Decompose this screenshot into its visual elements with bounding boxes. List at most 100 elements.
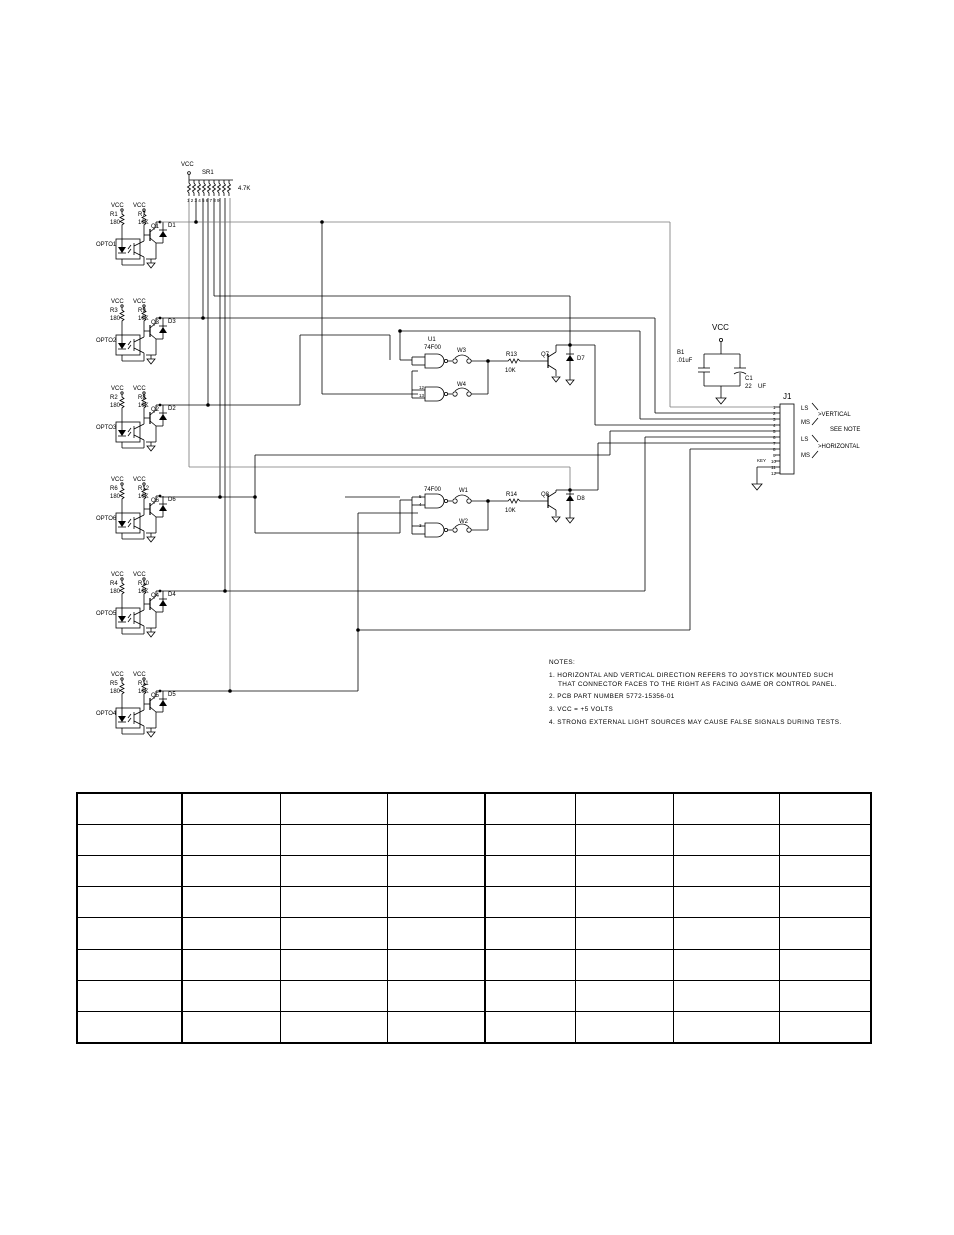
r-pull-label: R12 (138, 486, 150, 492)
table-cell (672, 979, 780, 1012)
table-cell (386, 824, 486, 857)
table-cell (484, 917, 576, 950)
table-cell (574, 1010, 674, 1044)
opto-label: OPTO5 (96, 611, 117, 617)
r13-value: 10K (505, 368, 516, 374)
r-led-value: 180 (110, 220, 121, 226)
j1-pin-4: 4 (773, 423, 776, 428)
r-pull-value: 10K (138, 494, 149, 500)
sr1-label: SR1 (202, 170, 214, 176)
c1-value: 22 (745, 384, 752, 390)
table-cell (672, 1010, 780, 1044)
r-led-value: 180 (110, 403, 121, 409)
table-cell (778, 855, 872, 888)
capacitor-section: VCC B1 .01uF C1 22 UF (677, 323, 766, 405)
u1-pin-b: 13 (419, 393, 425, 398)
r13-label: R13 (506, 352, 518, 358)
table-row (76, 979, 872, 1012)
table-cell (778, 792, 872, 826)
switch-w3-label: W3 (457, 348, 467, 354)
u1b-pin-c: 3 (419, 523, 422, 528)
table-cell (279, 824, 388, 857)
table-cell (181, 917, 281, 950)
table-cell (279, 792, 388, 826)
table-row (76, 792, 872, 826)
table-cell (574, 917, 674, 950)
table-cell (484, 855, 576, 888)
table-cell (778, 948, 872, 981)
j1-pin-5: 5 (773, 429, 776, 434)
j1-pin-1: 1 (773, 405, 776, 410)
table-cell (386, 886, 486, 919)
vcc-label-led: VCC (111, 386, 124, 392)
r-pull-label: R11 (138, 681, 149, 687)
r-pull-label: R7 (138, 212, 146, 218)
opto-label: OPTO6 (96, 516, 117, 522)
table-cell (279, 979, 388, 1012)
j1-pin-9: 9 (773, 453, 776, 458)
table-cell (574, 948, 674, 981)
r-pull-value: 10K (138, 689, 149, 695)
r-pull-value: 10K (138, 589, 149, 595)
j1-pin-7: 7 (773, 441, 776, 446)
table-cell (76, 886, 183, 919)
table-cell (574, 855, 674, 888)
table-cell (279, 855, 388, 888)
r-pull-label: R9 (138, 308, 146, 314)
switch-w4-label: W4 (457, 382, 467, 388)
r-pull-value: 10K (138, 316, 149, 322)
empty-grid-table (76, 792, 872, 1044)
table-cell (76, 792, 183, 826)
table-cell (181, 1010, 281, 1044)
r-led-label: R1 (110, 212, 118, 218)
r-led-label: R2 (110, 395, 118, 401)
u1b-pin-a: 5 (419, 494, 422, 499)
table-cell (76, 1010, 183, 1044)
q-label: Q6 (151, 498, 160, 504)
vcc-label-pull: VCC (133, 672, 146, 678)
r-led-label: R4 (110, 581, 118, 587)
r-led-value: 180 (110, 689, 121, 695)
table-cell (574, 792, 674, 826)
d8-label: D8 (577, 496, 585, 502)
table-cell (672, 792, 780, 826)
r-led-label: R5 (110, 681, 118, 687)
table-cell (672, 855, 780, 888)
table-cell (778, 886, 872, 919)
d-label: D2 (168, 406, 176, 412)
j1-vertical: >VERTICAL (818, 412, 851, 418)
table-cell (484, 824, 576, 857)
u1-part-label: 74F00 (424, 345, 442, 351)
table-cell (778, 824, 872, 857)
table-cell (672, 886, 780, 919)
r-led-label: R6 (110, 486, 118, 492)
r-led-label: R3 (110, 308, 118, 314)
r-led-value: 180 (110, 589, 121, 595)
table-cell (279, 1010, 388, 1044)
j1-horizontal: >HORIZONTAL (818, 444, 860, 450)
table-cell (574, 979, 674, 1012)
vcc-label-pull: VCC (133, 572, 146, 578)
table-cell (181, 824, 281, 857)
u1b-part-label: 74F00 (424, 487, 442, 493)
j1-pin-3: 3 (773, 417, 776, 422)
q7-label: Q7 (541, 352, 550, 358)
logic-section-bottom: 74F00 5 4 3 W1 W2 R14 10K (400, 487, 585, 538)
u1-pin-a: 12 (419, 385, 425, 390)
c1-unit: UF (758, 384, 766, 390)
table-cell (279, 948, 388, 981)
r-led-value: 180 (110, 494, 121, 500)
r-pull-label: R10 (138, 581, 150, 587)
sr1-pin-numbers: 1 2 3 4 5 6 7 8 9 (187, 198, 220, 203)
table-cell (672, 917, 780, 950)
j1-key-label: KEY (757, 458, 766, 463)
q-label: Q3 (151, 320, 160, 326)
table-cell (181, 948, 281, 981)
notes-heading: NOTES: (549, 659, 575, 666)
q-label: Q2 (151, 407, 160, 413)
sr1-value: 4.7K (238, 186, 250, 192)
